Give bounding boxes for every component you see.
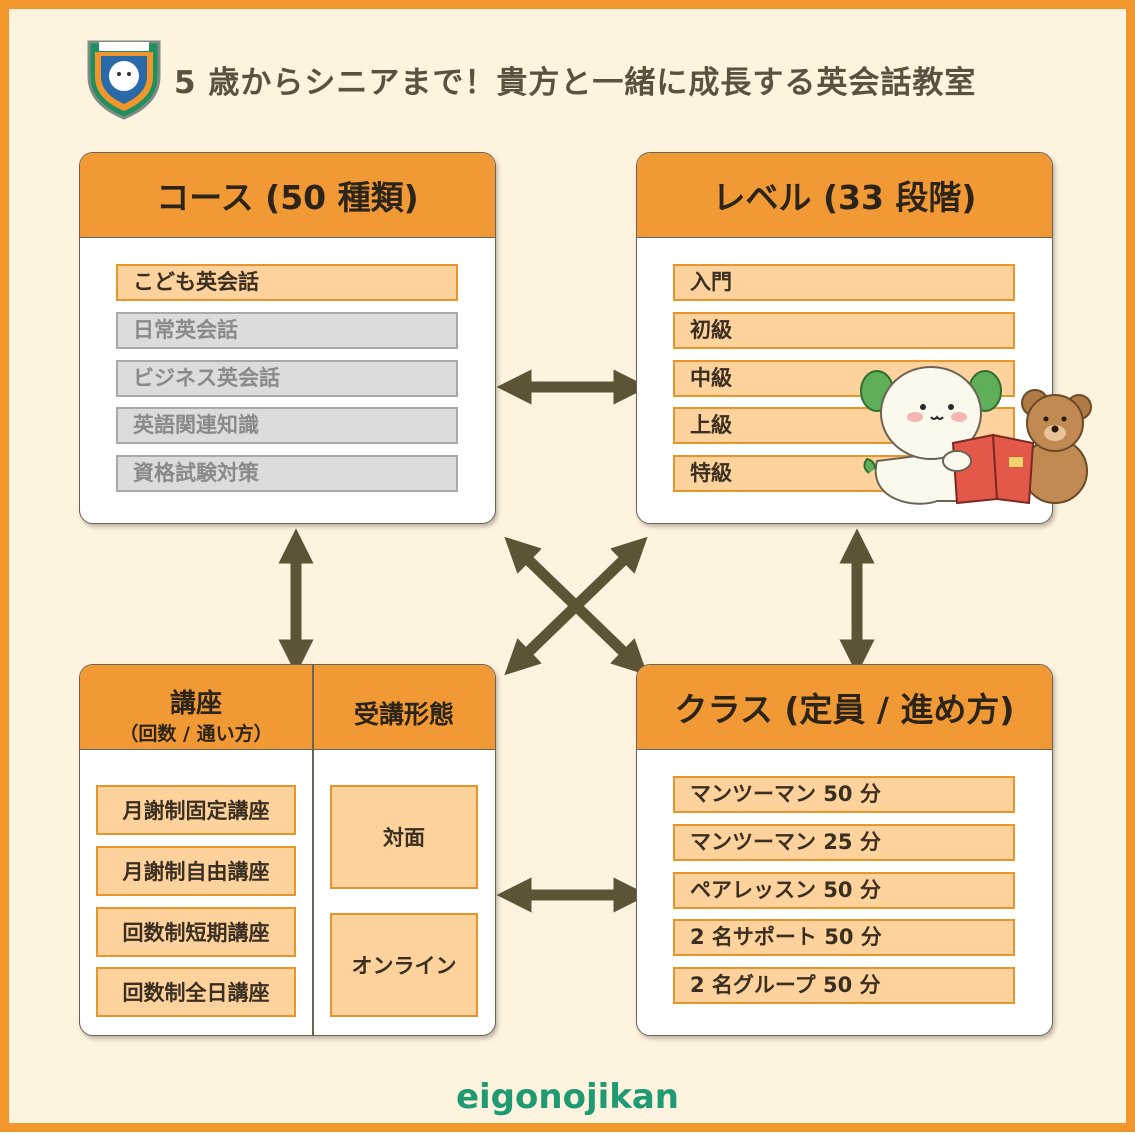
relationship-arrows [278, 369, 875, 913]
format-item: オンライン [330, 913, 478, 1017]
course-panel-title: コース (50 種類) [80, 153, 495, 238]
brand-logo-text: eigonojikan [455, 1077, 680, 1117]
level-item: 初級 [673, 312, 1015, 349]
course-item: こども英会話 [116, 264, 458, 301]
lecture-panel: 講座 （回数 / 通い方） 受講形態 月謝制固定講座 月謝制自由講座 回数制短期… [79, 664, 496, 1036]
page-title: 5 歳からシニアまで！貴方と一緒に成長する英会話教室 [174, 65, 977, 101]
arrow-level-lecture [504, 536, 648, 676]
format-item: 対面 [330, 785, 478, 889]
lecture-item: 月謝制固定講座 [96, 785, 296, 835]
class-item: マンツーマン 50 分 [673, 776, 1015, 813]
lecture-title: 講座 [169, 689, 222, 719]
class-item: 2 名サポート 50 分 [673, 919, 1015, 956]
format-title: 受講形態 [353, 700, 454, 729]
lecture-subtitle: （回数 / 通い方） [119, 723, 273, 745]
class-item: マンツーマン 25 分 [673, 824, 1015, 861]
course-item: 英語関連知識 [116, 407, 458, 444]
course-item: ビジネス英会話 [116, 360, 458, 397]
class-panel-title: クラス (定員 / 進め方) [637, 665, 1052, 750]
lecture-panel-header [80, 665, 495, 750]
lecture-item: 回数制全日講座 [96, 967, 296, 1017]
level-item: 入門 [673, 264, 1015, 301]
course-panel: コース (50 種類) こども英会話 日常英会話 ビジネス英会話 英語関連知識 … [79, 152, 496, 524]
column-divider [312, 665, 314, 1035]
shield-logo-icon [87, 40, 161, 120]
lecture-item: 回数制短期講座 [96, 907, 296, 957]
course-item: 資格試験対策 [116, 455, 458, 492]
lecture-item: 月謝制自由講座 [96, 846, 296, 896]
level-panel-title: レベル (33 段階) [637, 153, 1052, 238]
course-item: 日常英会話 [116, 312, 458, 349]
class-panel: クラス (定員 / 進め方) マンツーマン 50 分 マンツーマン 25 分 ペ… [636, 664, 1053, 1036]
class-item: ペアレッスン 50 分 [673, 872, 1015, 909]
mascot-illustration [860, 366, 1092, 505]
class-item: 2 名グループ 50 分 [673, 967, 1015, 1004]
